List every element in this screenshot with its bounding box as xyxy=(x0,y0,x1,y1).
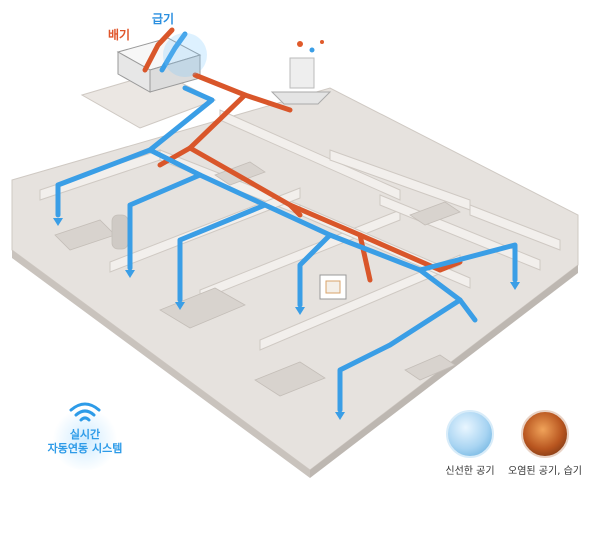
legend-fresh-label: 신선한 공기 xyxy=(445,466,495,477)
bed-1 xyxy=(159,287,246,329)
dining-table xyxy=(214,161,266,186)
desk xyxy=(404,354,456,381)
exhaust-ducts xyxy=(142,27,463,283)
legend-polluted-label: 오염된 공기, 습기 xyxy=(508,466,582,477)
supply-label: 급기 xyxy=(152,12,175,26)
legend-fresh-air: 신선한 공기 xyxy=(440,410,500,477)
house-floor-front-edge xyxy=(12,250,310,478)
system-glow xyxy=(50,410,120,470)
house-floor-right-edge xyxy=(310,265,578,478)
exhaust-label: 배기 xyxy=(108,28,131,42)
control-panel-icon xyxy=(319,274,347,300)
wifi-icon xyxy=(69,402,101,422)
legend-polluted-air: 오염된 공기, 습기 xyxy=(500,410,590,477)
system-label-line2: 자동연동 시스템 xyxy=(47,442,123,455)
furniture xyxy=(54,161,461,397)
bed-2 xyxy=(254,361,326,397)
realtime-system-badge: 실시간 자동연동 시스템 xyxy=(30,400,140,480)
supply-outlet-icons xyxy=(53,218,520,420)
fresh-air-swatch xyxy=(446,410,494,458)
system-label-line1: 실시간 xyxy=(69,428,101,441)
supply-ducts xyxy=(55,31,518,413)
polluted-air-swatch xyxy=(521,410,569,458)
bathtub xyxy=(409,201,461,226)
fresh-air-glow xyxy=(163,33,207,77)
air-purifier xyxy=(111,214,129,250)
kitchen-hood-icon xyxy=(270,40,332,105)
